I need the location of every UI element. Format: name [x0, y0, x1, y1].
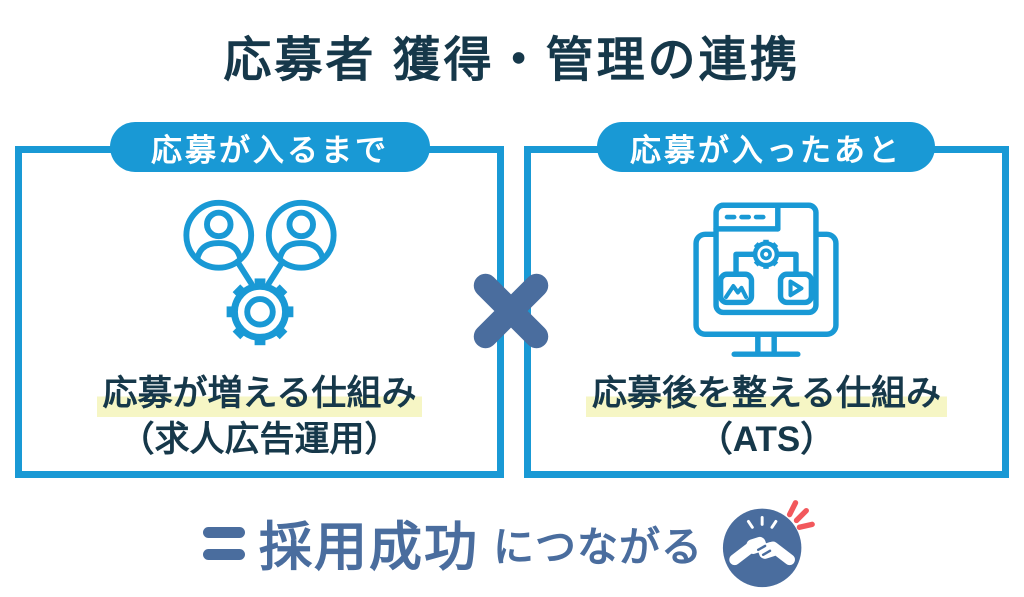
equals-icon [203, 526, 245, 560]
monitor-workflow-icon [693, 202, 839, 357]
conclusion-row: 採用成功 につながる [0, 492, 1024, 594]
page-title: 応募者 獲得・管理の連携 [223, 34, 801, 87]
handshake-icon [722, 500, 815, 588]
panel-after-caption-row: 応募後を整える仕組み [524, 365, 1009, 417]
panel-after-caption: 応募後を整える仕組み [586, 374, 947, 417]
conclusion-emphasis: 採用成功 [259, 518, 479, 577]
panel-before-caption: 応募が増える仕組み [96, 374, 423, 417]
conclusion-suffix: につながる [493, 524, 703, 570]
panel-after-application-tab-label: 応募が入ったあと [630, 132, 902, 168]
panel-before-application-tab-label: 応募が入るまで [151, 132, 389, 168]
panel-before-caption-row: 応募が増える仕組み [15, 365, 504, 417]
multiply-icon [473, 273, 549, 349]
panel-before-application-tab: 応募が入るまで [110, 122, 430, 172]
panel-after-subcaption: （ATS） [697, 420, 836, 459]
panel-before-subcaption: （求人広告運用） [119, 420, 400, 459]
users-gear-icon [183, 199, 337, 346]
panel-after-application-tab: 応募が入ったあと [597, 122, 935, 172]
